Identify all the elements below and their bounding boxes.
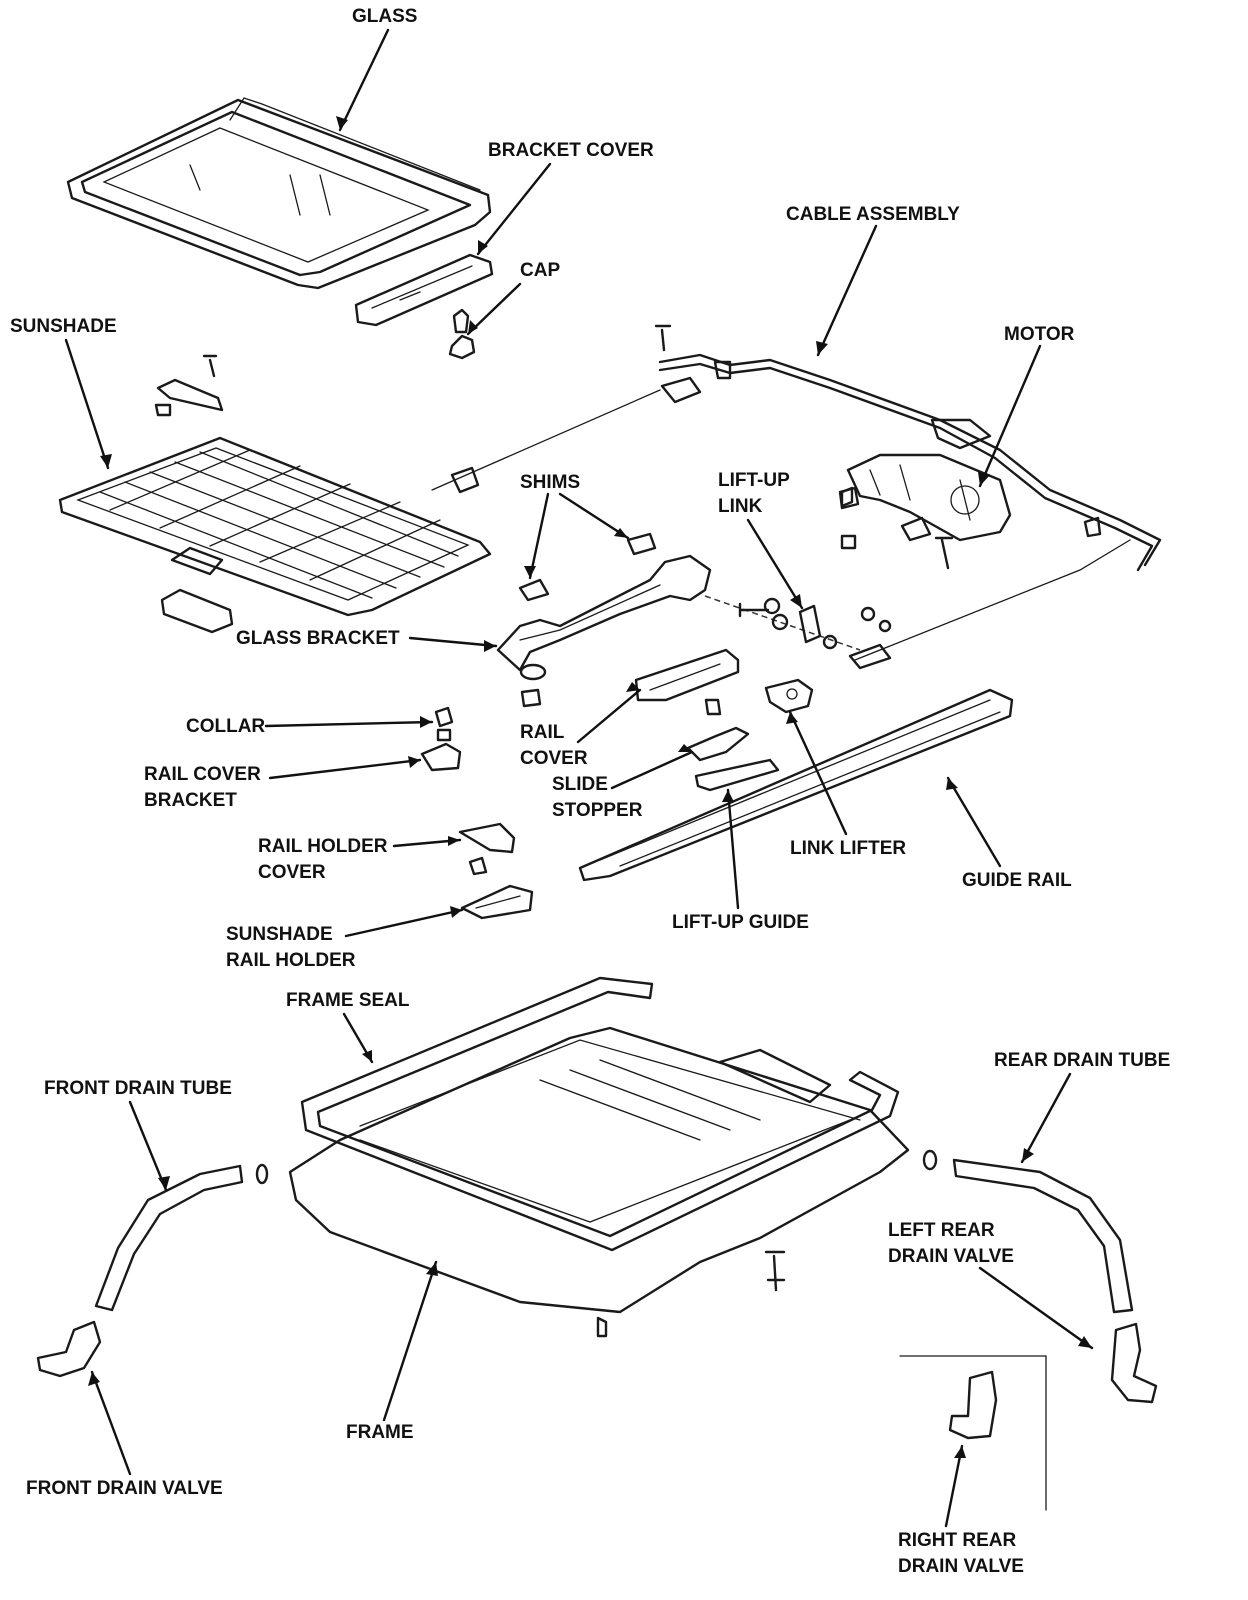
- label-rail-cover-bracket-line2: BRACKET: [144, 790, 237, 811]
- label-rear-drain-tube: REAR DRAIN TUBE: [994, 1050, 1171, 1071]
- label-lift-up-link-line1: LIFT-UP: [718, 470, 790, 491]
- leader-motor: [978, 344, 1042, 488]
- leader-left-rear-drain-valve: [978, 1266, 1094, 1350]
- link-lifter-part: [764, 678, 814, 714]
- guide-rail-part: [578, 688, 1014, 882]
- label-sunshade-rail-holder-line1: SUNSHADE: [226, 924, 333, 945]
- leader-shims-2: [558, 492, 630, 540]
- leader-slide-stopper: [610, 750, 694, 790]
- label-front-drain-tube: FRONT DRAIN TUBE: [44, 1078, 232, 1099]
- leader-cable-assembly: [816, 224, 878, 357]
- leader-lift-up-guide: [726, 788, 740, 910]
- rear-drain-tube-part: [922, 1149, 1134, 1314]
- leader-rail-cover: [576, 688, 642, 744]
- label-front-drain-valve: FRONT DRAIN VALVE: [26, 1478, 223, 1499]
- slide-stopper-part: [686, 698, 750, 762]
- label-sunshade-rail-holder: SUNSHADE RAIL HOLDER: [226, 922, 355, 974]
- leader-front-drain-tube: [128, 1100, 168, 1192]
- label-motor: MOTOR: [1004, 324, 1075, 345]
- label-rail-holder-cover-line1: RAIL HOLDER: [258, 836, 388, 857]
- leader-link-lifter: [788, 710, 848, 836]
- label-rail-holder-cover-line2: COVER: [258, 862, 326, 883]
- label-right-rear-drain-valve: RIGHT REAR DRAIN VALVE: [898, 1528, 1024, 1580]
- front-drain-tube-part: [94, 1163, 269, 1312]
- leader-shims-1: [528, 492, 550, 580]
- rail-holder-cover-part: [458, 822, 516, 876]
- label-left-rear-drain-valve: LEFT REAR DRAIN VALVE: [888, 1218, 1014, 1270]
- leader-lines: [64, 28, 1094, 1528]
- label-left-rear-drain-valve-line1: LEFT REAR: [888, 1220, 995, 1241]
- leader-lift-up-link: [746, 518, 804, 610]
- label-slide-stopper-line2: STOPPER: [552, 800, 643, 821]
- label-frame-seal: FRAME SEAL: [286, 990, 410, 1011]
- label-frame: FRAME: [346, 1422, 414, 1443]
- leader-glass: [338, 28, 390, 132]
- frame-part: [288, 1026, 910, 1338]
- frame-bolt-part: [764, 1250, 786, 1292]
- frame-seal-part: [300, 976, 900, 1252]
- label-rail-cover-line2: COVER: [520, 748, 588, 769]
- leader-bracket-cover: [476, 162, 552, 256]
- label-rail-holder-cover: RAIL HOLDER COVER: [258, 834, 387, 886]
- collar-part: [434, 706, 454, 742]
- fasteners-part: [704, 595, 892, 651]
- label-glass: GLASS: [352, 6, 418, 27]
- left-rear-drain-valve-part: [1110, 1322, 1158, 1404]
- label-rail-cover-bracket-line1: RAIL COVER: [144, 764, 261, 785]
- inset-divider: [899, 1355, 1047, 1511]
- label-lift-up-link: LIFT-UP LINK: [718, 468, 790, 520]
- label-sunshade: SUNSHADE: [10, 316, 117, 337]
- leader-guide-rail: [946, 776, 1002, 868]
- leader-collar: [264, 720, 434, 728]
- label-glass-bracket: GLASS BRACKET: [236, 628, 400, 649]
- label-rail-cover: RAIL COVER: [520, 720, 588, 772]
- label-left-rear-drain-valve-line2: DRAIN VALVE: [888, 1246, 1014, 1267]
- label-cap: CAP: [520, 260, 561, 281]
- leader-frame: [382, 1260, 438, 1422]
- label-rail-cover-bracket: RAIL COVER BRACKET: [144, 762, 261, 814]
- leader-glass-bracket: [408, 636, 498, 648]
- label-guide-rail: GUIDE RAIL: [962, 870, 1072, 891]
- cable-assembly-part: [431, 324, 1162, 670]
- label-shims: SHIMS: [520, 472, 581, 493]
- cap-part: [448, 308, 476, 360]
- label-bracket-cover: BRACKET COVER: [488, 140, 654, 161]
- rail-cover-part: [634, 648, 740, 702]
- leader-sunshade: [64, 338, 110, 470]
- label-sunshade-rail-holder-line2: RAIL HOLDER: [226, 950, 356, 971]
- shims-part: [518, 532, 657, 602]
- motor-part: [838, 453, 1102, 570]
- label-lift-up-guide: LIFT-UP GUIDE: [672, 912, 809, 933]
- glass-bracket-part: [496, 554, 712, 708]
- label-collar: COLLAR: [186, 716, 266, 737]
- bracket-cover-part: [354, 253, 494, 327]
- leader-front-drain-valve: [90, 1370, 132, 1476]
- lift-up-guide-part: [694, 758, 780, 792]
- label-rail-cover-line1: RAIL: [520, 722, 565, 743]
- sunshade-part: [58, 354, 492, 634]
- label-right-rear-drain-valve-line2: DRAIN VALVE: [898, 1556, 1024, 1577]
- leader-sunshade-rail-holder: [344, 908, 464, 938]
- glass-part: [66, 97, 492, 290]
- right-rear-drain-valve-part: [948, 1370, 998, 1440]
- arrowheads: [88, 116, 1092, 1458]
- leader-rear-drain-tube: [1020, 1072, 1072, 1164]
- front-drain-valve-part: [36, 1320, 102, 1378]
- leader-cap: [466, 282, 522, 336]
- label-slide-stopper: SLIDE STOPPER: [552, 772, 642, 824]
- label-slide-stopper-line1: SLIDE: [552, 774, 608, 795]
- leader-right-rear-drain-valve: [944, 1444, 964, 1528]
- label-cable-assembly: CABLE ASSEMBLY: [786, 204, 960, 225]
- label-link-lifter: LINK LIFTER: [790, 838, 907, 859]
- label-lift-up-link-line2: LINK: [718, 496, 763, 517]
- sunshade-rail-holder-part: [460, 884, 534, 920]
- leader-rail-cover-bracket: [268, 758, 422, 780]
- rail-cover-bracket-part: [420, 742, 462, 772]
- label-right-rear-drain-valve-line1: RIGHT REAR: [898, 1530, 1017, 1551]
